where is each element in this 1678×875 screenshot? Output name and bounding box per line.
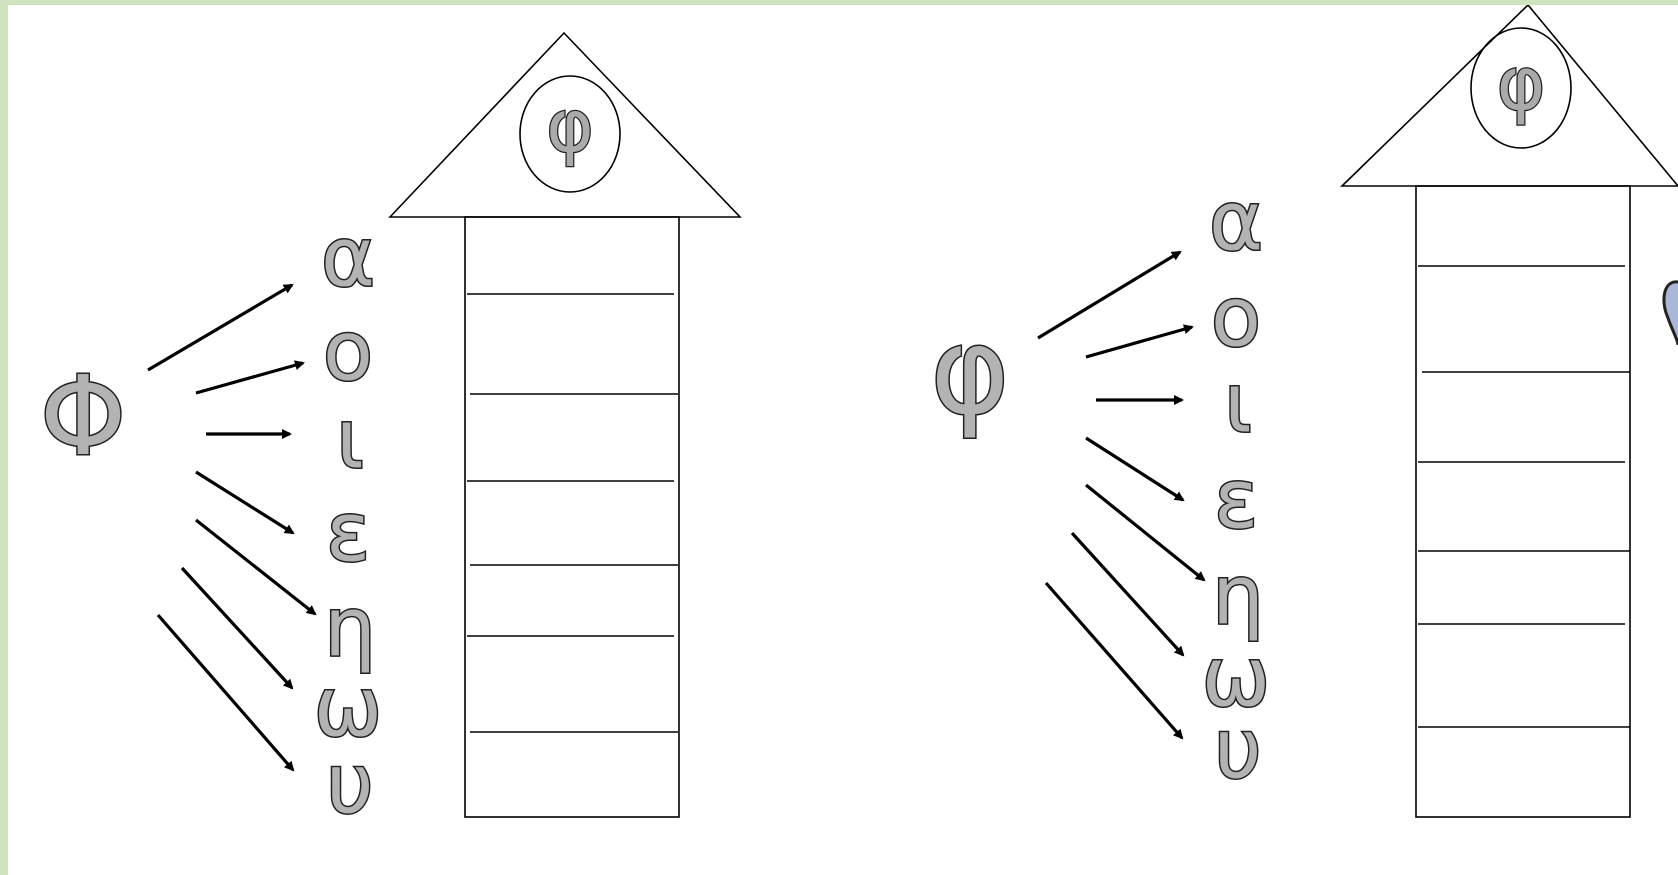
vowel-2-1: α (1209, 175, 1263, 270)
vowel-2-7: υ (1214, 703, 1261, 798)
arrow-2-4 (1086, 438, 1183, 500)
arrow-1-4 (196, 472, 293, 533)
vowel-1-7: υ (326, 738, 373, 833)
vowel-2-3: ι (1224, 357, 1252, 452)
arrow-2-1 (1038, 252, 1180, 338)
arrow-1-6 (182, 568, 292, 688)
vowel-1-4: ε (326, 486, 370, 581)
house-body-2 (1416, 186, 1630, 817)
house-1: φ (390, 33, 740, 817)
syllable-section-2: φ α ο ι ε η ω υ φ (930, 5, 1678, 817)
roof-letter-2: φ (1497, 41, 1546, 127)
arrow-2-7 (1046, 583, 1182, 738)
vowel-2-4: ε (1214, 453, 1258, 548)
arrow-1-1 (148, 285, 292, 370)
arrow-1-2 (196, 363, 303, 393)
arrow-1-7 (158, 615, 293, 770)
vowel-1-3: ι (336, 393, 364, 488)
vowel-2-2: ο (1211, 271, 1261, 366)
vowel-1-2: ο (323, 305, 373, 400)
arrow-1-5 (196, 520, 315, 614)
house-2: φ (1342, 5, 1678, 817)
syllable-section-1: Φ α ο ι ε η ω υ φ (40, 33, 740, 833)
roof-letter-1: φ (546, 84, 594, 168)
big-consonant-2: φ (930, 303, 1009, 442)
arrow-2-2 (1086, 327, 1192, 357)
vowel-1-1: α (321, 211, 375, 306)
house-body-1 (465, 217, 679, 817)
big-consonant-1: Φ (40, 352, 127, 480)
decorative-shape-edge (1664, 282, 1678, 345)
vowel-2-5: η (1212, 549, 1264, 644)
